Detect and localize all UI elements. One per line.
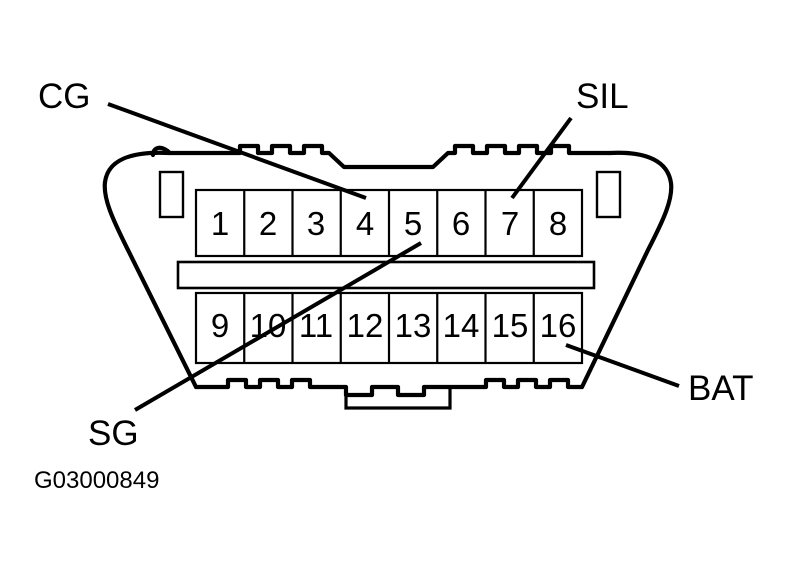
pin-label-7: 7 (501, 205, 519, 242)
pin-label-14: 14 (443, 307, 480, 344)
pin-label-16: 16 (540, 307, 577, 344)
leader-line-sg (133, 241, 423, 412)
shell-left-side (102, 150, 199, 390)
figure-caption: G03000849 (34, 467, 159, 494)
shell-bottom-edge (193, 377, 585, 398)
pin-label-5: 5 (404, 205, 422, 242)
pin-label-3: 3 (307, 205, 325, 242)
callout-label-sil: SIL (576, 77, 629, 116)
shell-top-latch-tab (327, 151, 450, 169)
pin-label-4: 4 (356, 205, 374, 242)
callout-label-cg: CG (38, 77, 91, 116)
left-key-rectangle (158, 170, 185, 219)
pin-label-2: 2 (259, 205, 277, 242)
right-key-rectangle (595, 170, 622, 219)
shell-bottom-tab (344, 387, 452, 410)
pin-row-bottom: 9 10 11 12 13 14 15 16 (194, 291, 584, 365)
pin-label-8: 8 (549, 205, 567, 242)
connector-shell (102, 143, 674, 410)
callout-label-sg: SG (88, 414, 139, 453)
shell-top-edge (150, 143, 613, 170)
pin-label-1: 1 (211, 205, 229, 242)
leader-line-cg (107, 102, 367, 200)
pin-label-15: 15 (492, 307, 529, 344)
leader-line-bat (565, 343, 680, 388)
pin-label-6: 6 (452, 205, 470, 242)
callout-label-bat: BAT (688, 369, 753, 408)
leader-line-sil (510, 116, 573, 200)
pin-label-12: 12 (347, 307, 384, 344)
pin-label-9: 9 (211, 307, 229, 344)
center-separator-bar (176, 260, 596, 290)
pin-row-top: 1 2 3 4 5 6 7 8 (194, 188, 584, 258)
shell-right-side (579, 150, 674, 390)
pin-label-13: 13 (395, 307, 432, 344)
